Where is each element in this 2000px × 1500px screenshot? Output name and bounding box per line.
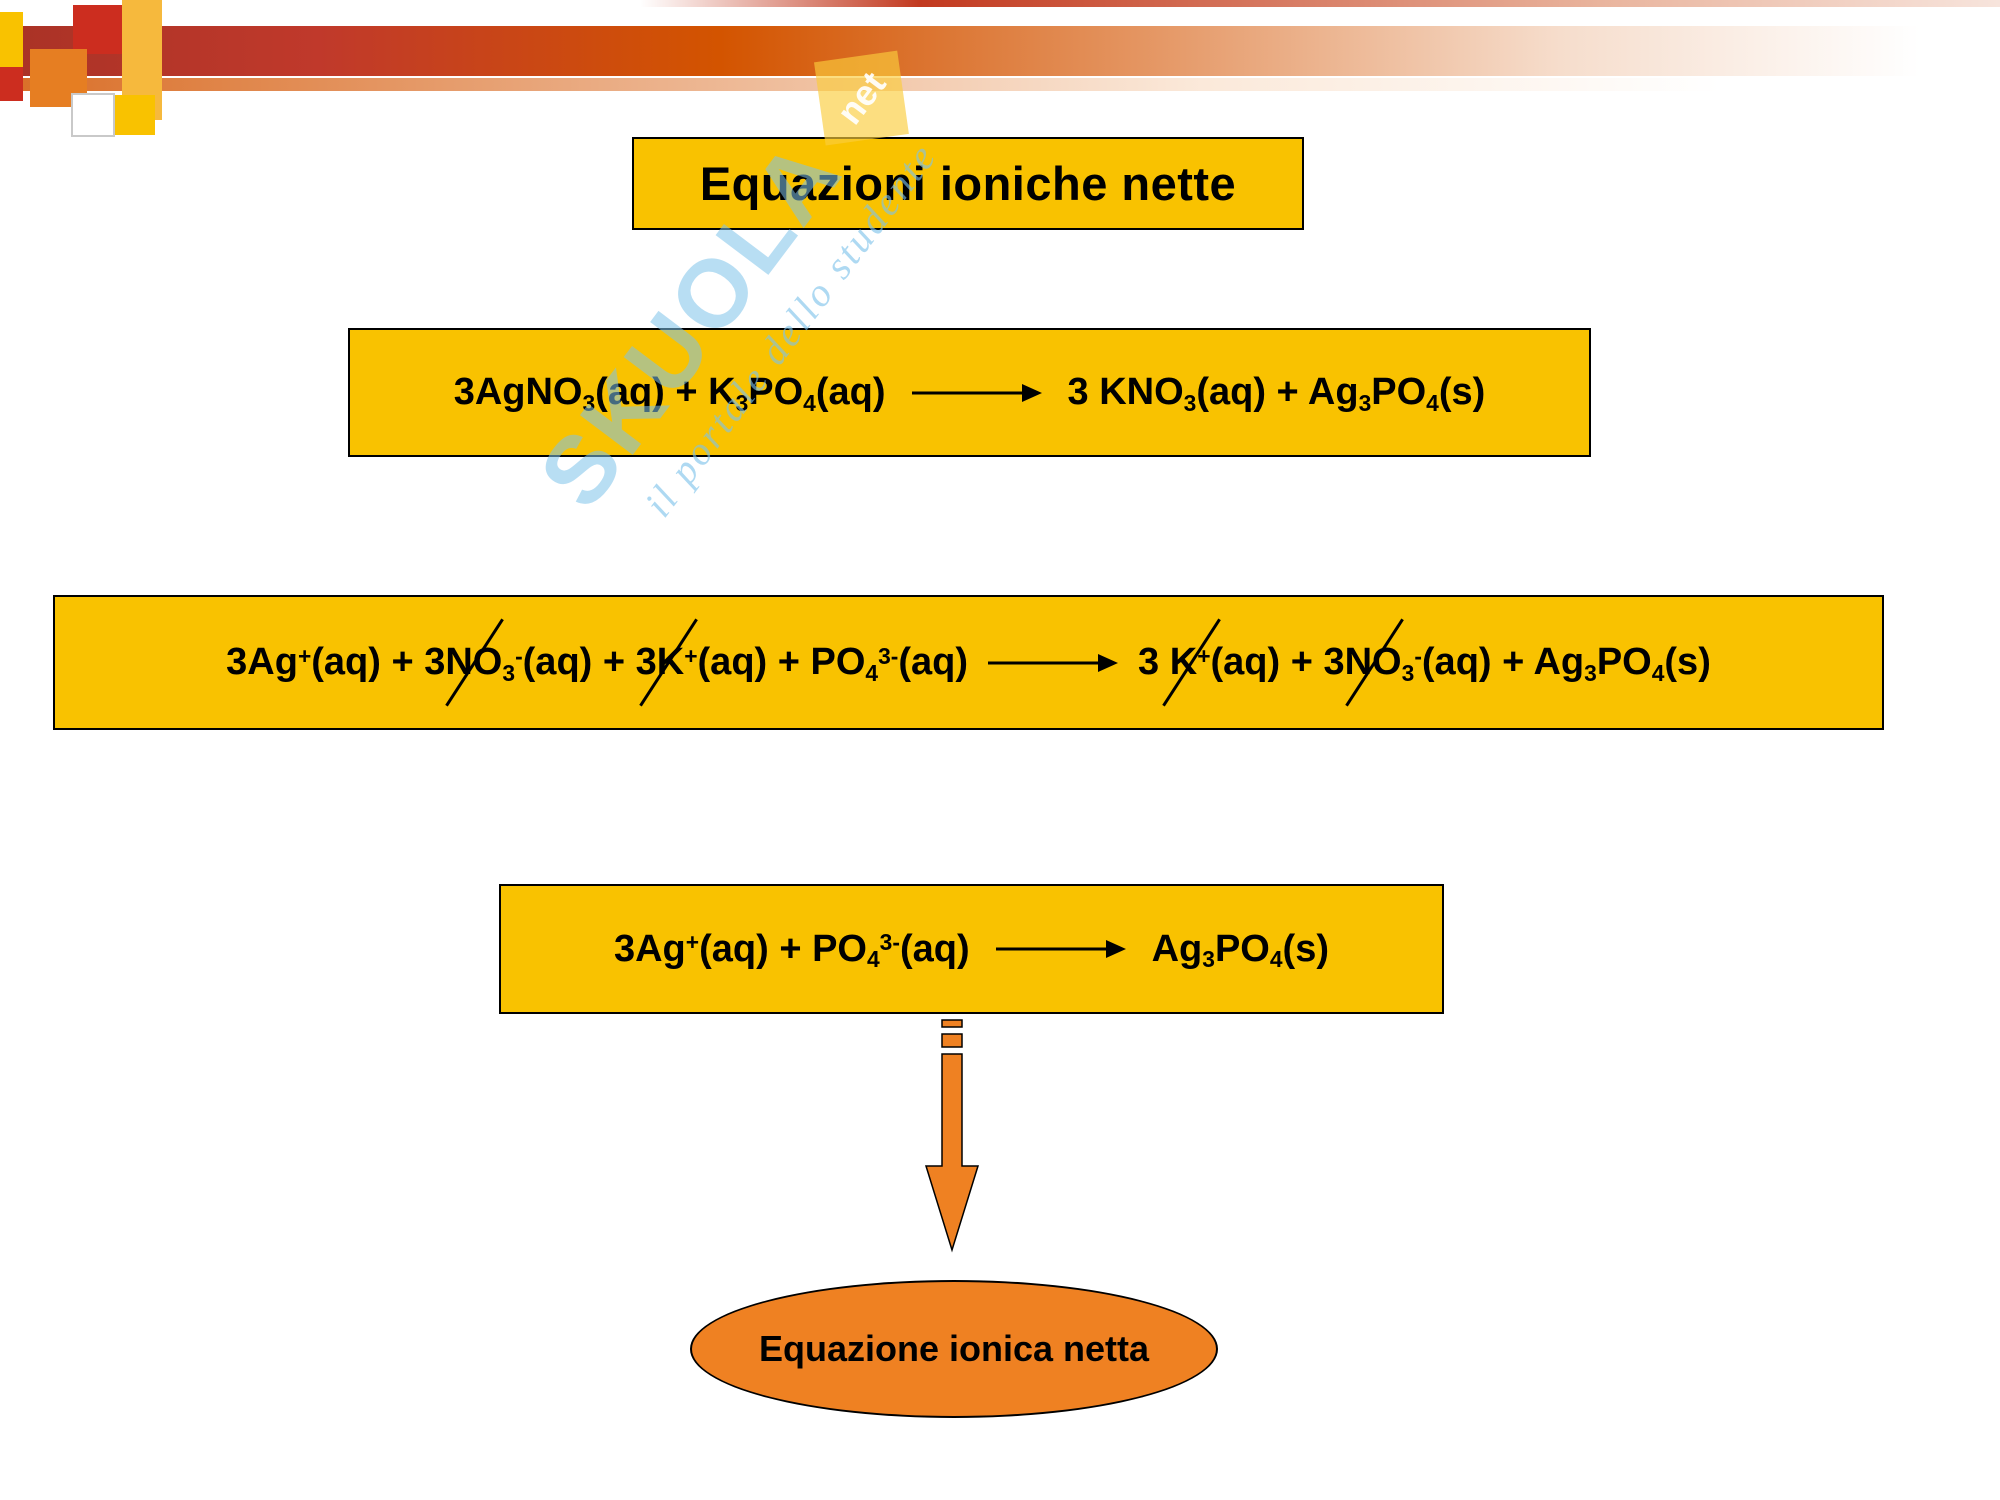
complete-ionic-left: 3Ag+(aq) + 3NO3-(aq) + 3K+(aq) + PO43-(a… bbox=[226, 641, 969, 686]
net-ionic-left: 3Ag+(aq) + PO43-(aq) bbox=[613, 927, 970, 973]
deco-square-white bbox=[71, 93, 115, 137]
banner-gradient-band bbox=[0, 26, 2000, 76]
complete-ionic-equation-box: 3Ag+(aq) + 3NO3-(aq) + 3K+(aq) + PO43-(a… bbox=[53, 595, 1884, 730]
banner-top-line bbox=[0, 0, 2000, 7]
reaction-arrow-icon bbox=[988, 653, 1119, 672]
complete-ionic-right: 3 K+(aq) + 3NO3-(aq) + Ag3PO4(s) bbox=[1138, 641, 1711, 686]
deco-square-red bbox=[73, 5, 122, 54]
deco-square-gold bbox=[115, 95, 155, 135]
net-ionic-right: Ag3PO4(s) bbox=[1151, 927, 1329, 973]
slide-title: Equazioni ioniche nette bbox=[699, 157, 1237, 210]
banner-gradient-band-secondary bbox=[0, 78, 2000, 91]
molecular-equation-left: 3AgNO3(aq) + K3PO4(aq) bbox=[453, 371, 886, 416]
molecular-equation-box: 3AgNO3(aq) + K3PO4(aq) 3 KNO3(aq) + Ag3P… bbox=[348, 328, 1591, 457]
watermark-inner: SKUOLA net il portale dello studente bbox=[518, 31, 971, 559]
down-arrow-icon bbox=[924, 1019, 980, 1253]
reaction-arrow-icon bbox=[911, 383, 1042, 402]
deco-square-edge-gold bbox=[0, 12, 23, 67]
net-ionic-result-ellipse: Equazione ionica netta bbox=[690, 1280, 1218, 1418]
net-ionic-result-label: Equazione ionica netta bbox=[758, 1328, 1150, 1369]
net-ionic-equation-box: 3Ag+(aq) + PO43-(aq) Ag3PO4(s) bbox=[499, 884, 1444, 1014]
molecular-equation-right: 3 KNO3(aq) + Ag3PO4(s) bbox=[1067, 371, 1486, 416]
title-box: Equazioni ioniche nette bbox=[632, 137, 1304, 230]
deco-square-edge-red bbox=[0, 67, 23, 101]
reaction-arrow-icon bbox=[995, 940, 1126, 958]
